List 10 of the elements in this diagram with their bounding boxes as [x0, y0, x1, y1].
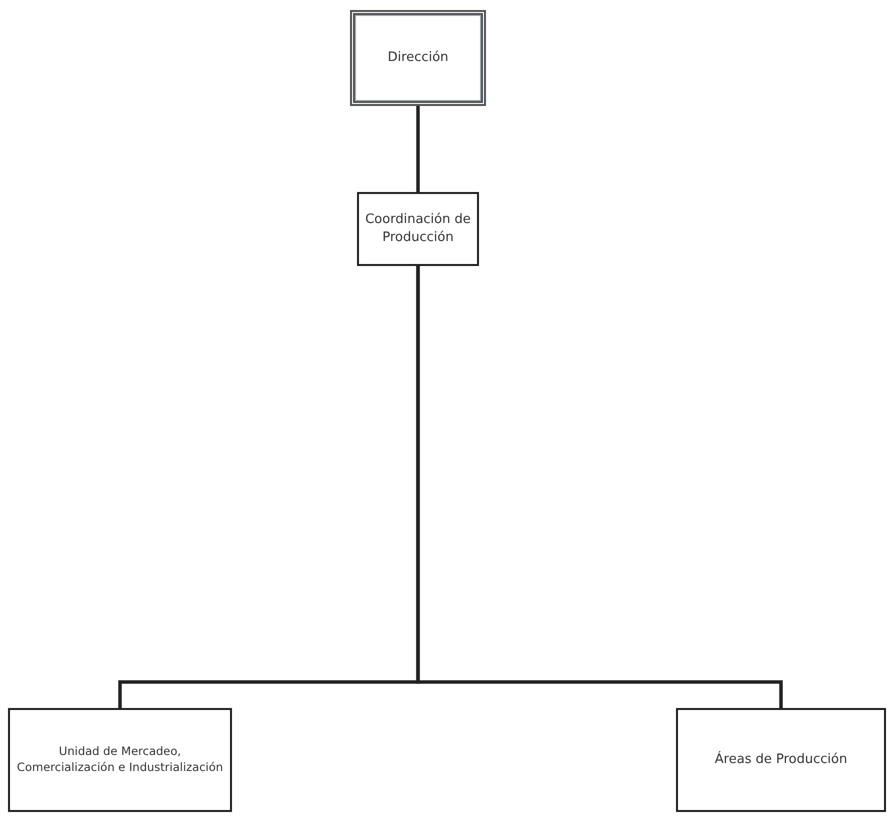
box-label: Unidad de Mercadeo, Comercialización e Industrialización: [16, 744, 224, 776]
org-box: [676, 708, 886, 812]
connector-line: [416, 266, 783, 708]
connector-line: [416, 106, 420, 192]
box-label: Dirección: [388, 49, 448, 67]
box-label: Áreas de Producción: [714, 751, 848, 769]
org-box: [357, 192, 479, 266]
box-label: Coordinación de Producción: [365, 211, 471, 247]
org-box: [8, 708, 232, 812]
org-box: [350, 10, 486, 106]
